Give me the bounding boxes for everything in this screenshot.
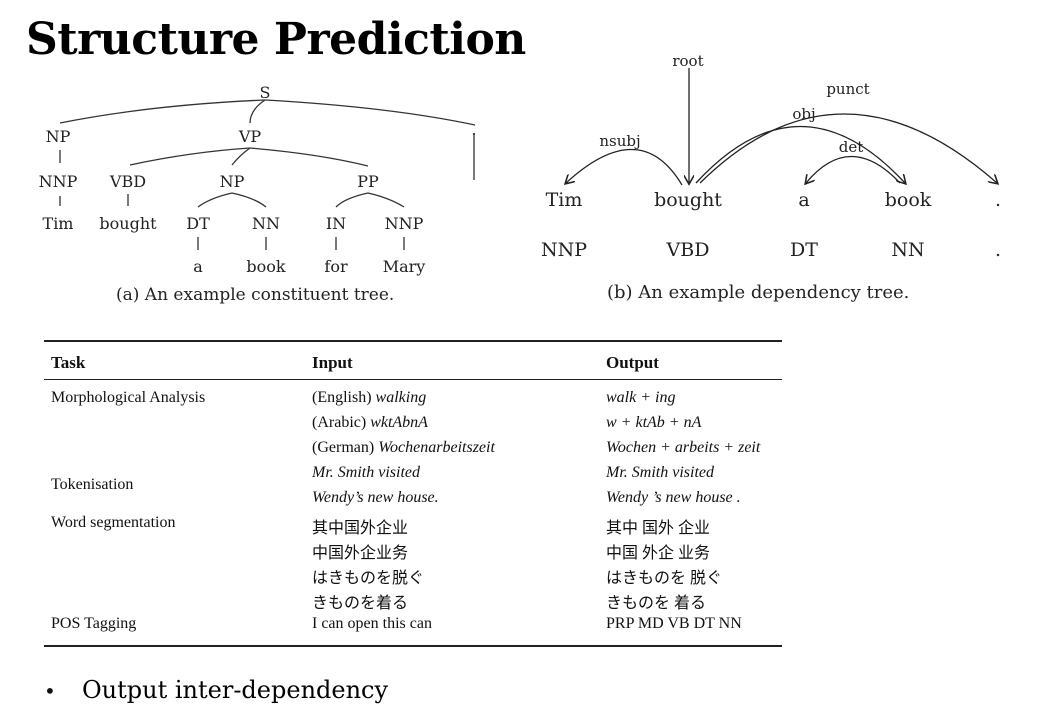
- dep-word-a: a: [798, 189, 809, 211]
- node-IN: IN: [326, 214, 346, 233]
- node-S: S: [260, 83, 271, 102]
- table-top-rule: [44, 340, 782, 342]
- constituent-tree-edges: [59, 99, 476, 250]
- dep-word-period: .: [995, 189, 1001, 211]
- input-value: Mr. Smith visited: [312, 464, 420, 481]
- input-value: きものを着る: [312, 595, 409, 612]
- tree-figures: S NP VP NNP VBD NP PP Tim bought DT NN I…: [39, 52, 1001, 276]
- input-prefix: (English): [312, 389, 376, 406]
- input-value: Wendy’s new house.: [312, 489, 439, 506]
- bullet-dot: •: [44, 679, 56, 703]
- leaf-mary: Mary: [383, 257, 426, 276]
- node-NN: NN: [252, 214, 280, 233]
- input-value: はきものを脱ぐ: [312, 570, 425, 587]
- arc-label-root: root: [672, 52, 703, 70]
- table-row: (Arabic) wktAbnA: [312, 414, 428, 432]
- node-period: .: [471, 120, 476, 139]
- output-value: 其中 国外 企业: [606, 520, 711, 537]
- dep-word-book: book: [885, 189, 932, 211]
- node-VP: VP: [238, 127, 262, 146]
- leaf-book: book: [246, 257, 286, 276]
- output-value: Wendy ’s new house .: [606, 489, 741, 506]
- table-row: (English) walking: [312, 389, 426, 407]
- output-value: walk + ing: [606, 389, 676, 406]
- leaf-a: a: [193, 257, 203, 276]
- arc-label-nsubj: nsubj: [599, 132, 640, 150]
- table-header-output: Output: [606, 353, 659, 372]
- dep-tag-nn: NN: [891, 239, 924, 261]
- input-prefix: (German): [312, 439, 379, 456]
- input-value: Wochenarbeitszeit: [378, 439, 495, 456]
- input-value: I can open this can: [312, 615, 432, 632]
- task-morphological: Morphological Analysis: [51, 389, 206, 406]
- leaf-tim: Tim: [43, 214, 74, 233]
- task-pos-tagging: POS Tagging: [51, 615, 137, 632]
- dep-word-tim: Tim: [546, 189, 583, 211]
- dep-word-bought: bought: [654, 189, 722, 211]
- leaf-bought: bought: [99, 214, 157, 233]
- input-value: 其中国外企业: [312, 520, 409, 537]
- dep-tag-dt: DT: [790, 239, 818, 261]
- table-header-rule: [44, 379, 782, 380]
- arc-label-punct: punct: [826, 80, 869, 98]
- input-value: walking: [375, 389, 427, 406]
- arc-label-obj: obj: [792, 105, 815, 123]
- dep-tag-nnp: NNP: [541, 239, 587, 261]
- table-header-task: Task: [51, 353, 86, 372]
- task-word-segmentation: Word segmentation: [51, 514, 176, 531]
- dependency-arcs: [566, 68, 997, 185]
- dependency-tree-caption: (b) An example dependency tree.: [607, 282, 910, 303]
- node-NP-object: NP: [220, 172, 245, 191]
- arc-label-det: det: [839, 138, 864, 156]
- output-value: はきものを 脱ぐ: [606, 570, 723, 587]
- task-tokenisation: Tokenisation: [51, 476, 134, 493]
- input-value: 中国外企业务: [312, 545, 409, 562]
- node-NNP-mary: NNP: [385, 214, 424, 233]
- input-value: wktAbnA: [370, 414, 428, 431]
- dep-tag-period: .: [995, 239, 1001, 261]
- node-NNP-tim: NNP: [39, 172, 78, 191]
- constituent-tree-caption: (a) An example constituent tree.: [116, 285, 395, 305]
- dep-tag-vbd: VBD: [666, 239, 710, 261]
- output-value: Wochen + arbeits + zeit: [606, 439, 761, 456]
- output-value: 中国 外企 业务: [606, 545, 711, 562]
- output-value: PRP MD VB DT NN: [606, 615, 742, 632]
- table-row: (German) Wochenarbeitszeit: [312, 439, 495, 457]
- slide-title: Structure Prediction: [26, 14, 526, 65]
- table-header-input: Input: [312, 353, 353, 372]
- leaf-for: for: [324, 257, 348, 276]
- output-value: w + ktAb + nA: [606, 414, 702, 431]
- table-bottom-rule: [44, 645, 782, 647]
- node-NP: NP: [46, 127, 71, 146]
- input-prefix: (Arabic): [312, 414, 371, 431]
- node-PP: PP: [357, 172, 379, 191]
- output-value: きものを 着る: [606, 595, 707, 612]
- node-VBD: VBD: [109, 172, 146, 191]
- output-value: Mr. Smith visited: [606, 464, 714, 481]
- bullet-text: Output inter-dependency: [82, 676, 389, 704]
- node-DT: DT: [186, 214, 210, 233]
